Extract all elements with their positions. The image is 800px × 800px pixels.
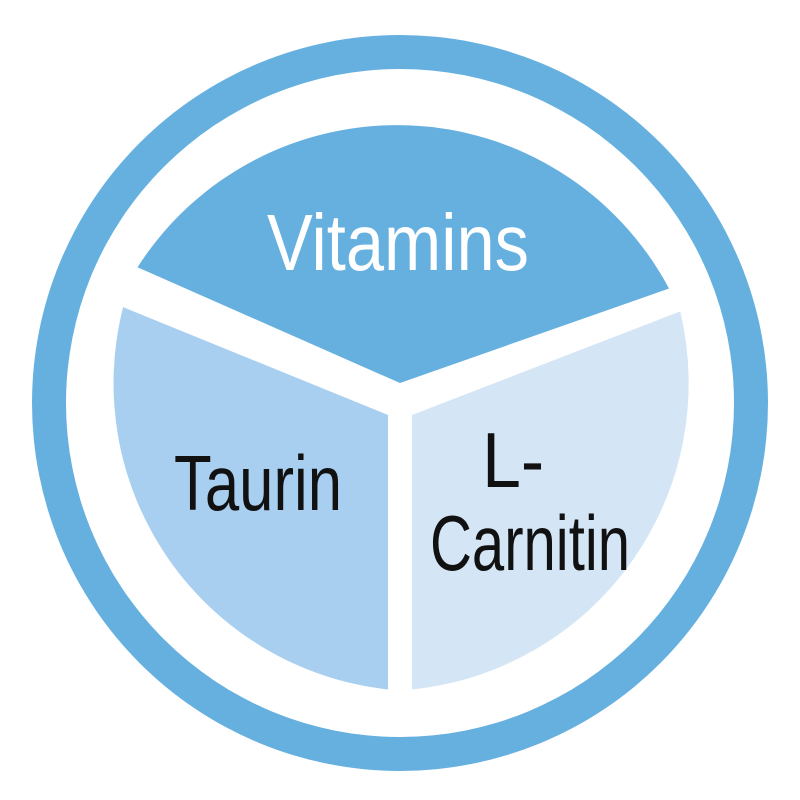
label-taurin: Taurin bbox=[174, 439, 342, 527]
label-taurin-line-1: Taurin bbox=[174, 439, 342, 527]
label-vitamins: Vitamins bbox=[267, 198, 529, 287]
segment-labels: Vitamins Taurin L- Carnitin bbox=[174, 198, 630, 587]
label-l-carnitin: L- Carnitin bbox=[430, 416, 630, 587]
label-l-carnitin-line-2: Carnitin bbox=[430, 499, 630, 587]
label-l-carnitin-line-1: L- bbox=[482, 416, 544, 504]
segment-l-carnitin bbox=[412, 311, 689, 690]
label-vitamins-line-1: Vitamins bbox=[267, 198, 529, 287]
segment-vitamins bbox=[137, 125, 669, 384]
segment-taurin bbox=[113, 307, 388, 690]
segments-group bbox=[113, 125, 689, 690]
